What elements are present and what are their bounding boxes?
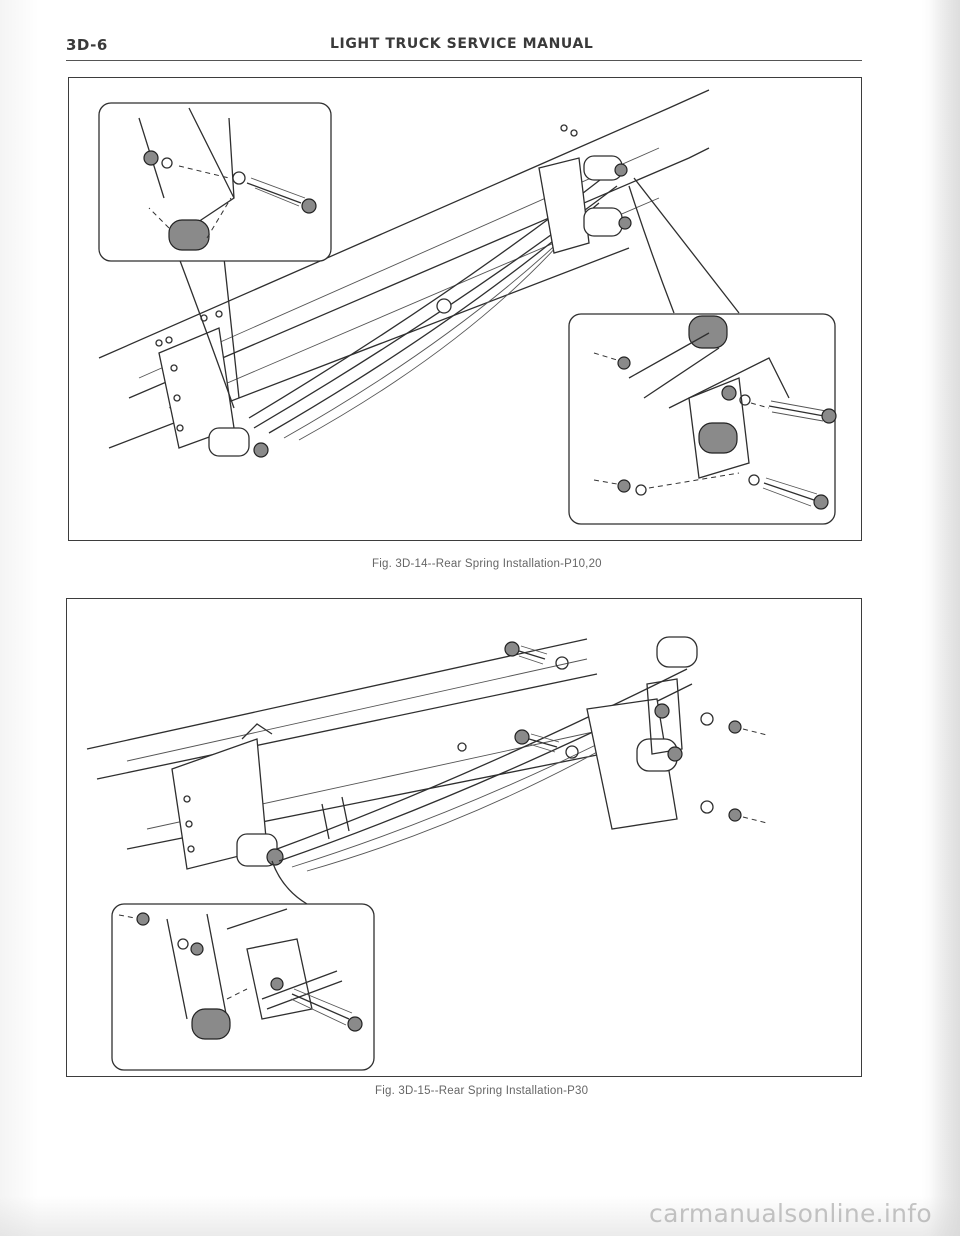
running-head-title: LIGHT TRUCK SERVICE MANUAL — [330, 36, 594, 52]
page-bottom-shadow — [0, 1196, 960, 1236]
figure-rear-spring-p10-20 — [68, 77, 862, 541]
figure-rear-spring-p30 — [66, 598, 862, 1077]
page-number: 3D-6 — [66, 36, 108, 54]
site-watermark: carmanualsonline.info — [649, 1199, 932, 1228]
rear-spring-p10-20-illustration — [98, 89, 837, 525]
figure-caption: Fig. 3D-15--Rear Spring Installation-P30 — [375, 1085, 589, 1097]
page-edge-shadow — [930, 0, 960, 1236]
page-header: 3D-6 LIGHT TRUCK SERVICE MANUAL — [66, 34, 862, 61]
figure-caption: Fig. 3D-14--Rear Spring Installation-P10… — [372, 558, 602, 570]
rear-spring-p30-illustration — [86, 636, 768, 1071]
